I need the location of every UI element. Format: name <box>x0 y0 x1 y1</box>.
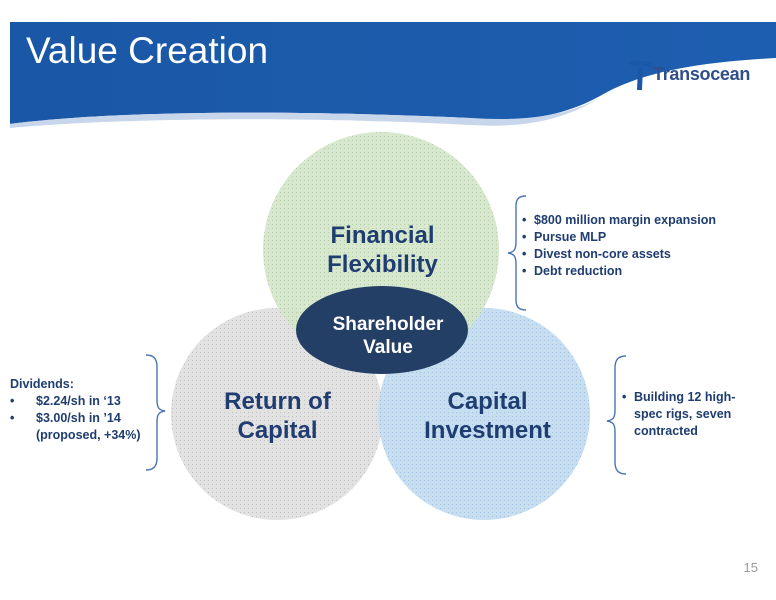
header-band: Value Creation <box>0 0 776 130</box>
slide-title: Value Creation <box>26 30 269 71</box>
label-capital-investment: Capital Investment <box>405 388 570 446</box>
brace-capital <box>606 355 627 475</box>
transocean-logo: Transocean <box>626 58 766 98</box>
bullet-item: •Debt reduction <box>522 264 623 278</box>
logo-mark-icon <box>628 60 652 90</box>
bullet-text: (proposed, +34%) <box>36 428 141 442</box>
bullet-text: spec rigs, seven <box>634 407 732 421</box>
bullet-text: $3.00/sh in ’14 <box>36 411 121 425</box>
label-line: Value <box>363 337 413 359</box>
label-line: Capital <box>237 416 318 444</box>
bullet-text: Divest non-core assets <box>534 247 671 261</box>
callout-return: Dividends: •$2.24/sh in ‘13 •$3.00/sh in… <box>10 376 141 444</box>
label-line: Shareholder <box>332 314 444 335</box>
callout-heading: Dividends: <box>10 377 74 391</box>
bullet-text: Pursue MLP <box>534 230 607 244</box>
label-line: Return of <box>224 388 331 415</box>
header-background <box>10 22 776 124</box>
bullet-item: •$2.24/sh in ‘13 <box>10 394 121 408</box>
bullet-text: contracted <box>634 424 698 438</box>
bullet-item: spec rigs, seven <box>622 406 735 423</box>
bullet-item: •$3.00/sh in ’14 <box>10 411 121 425</box>
bullet-item: contracted <box>622 423 735 440</box>
bullet-item: (proposed, +34%) <box>10 427 141 444</box>
bullet-text: Building 12 high- <box>634 390 736 404</box>
bullet-text: $2.24/sh in ‘13 <box>36 394 121 408</box>
bullet-item: •$800 million margin expansion <box>522 213 717 227</box>
label-line: Investment <box>424 416 551 444</box>
label-line: Flexibility <box>327 250 438 278</box>
label-return-of-capital: Return of Capital <box>195 388 360 446</box>
label-line: Capital <box>447 388 528 415</box>
bullet-item: •Divest non-core assets <box>522 247 671 261</box>
brace-return <box>145 354 166 471</box>
label-financial-flexibility: Financial Flexibility <box>300 222 465 280</box>
bullet-item: •Pursue MLP <box>522 230 607 244</box>
bullet-item: •Building 12 high- <box>622 390 736 404</box>
label-line: Financial <box>330 222 435 249</box>
callout-financial: •$800 million margin expansion •Pursue M… <box>522 212 716 280</box>
logo-text: Transocean <box>653 64 751 84</box>
label-shareholder-value: Shareholder Value <box>308 313 468 359</box>
brace-financial <box>507 195 527 311</box>
header-swoosh-light <box>10 98 600 128</box>
page-number: 15 <box>743 560 758 575</box>
bullet-text: Debt reduction <box>534 264 623 278</box>
callout-capital: •Building 12 high- spec rigs, seven cont… <box>622 389 735 440</box>
bullet-text: $800 million margin expansion <box>534 213 717 227</box>
center-ellipse <box>296 286 468 374</box>
